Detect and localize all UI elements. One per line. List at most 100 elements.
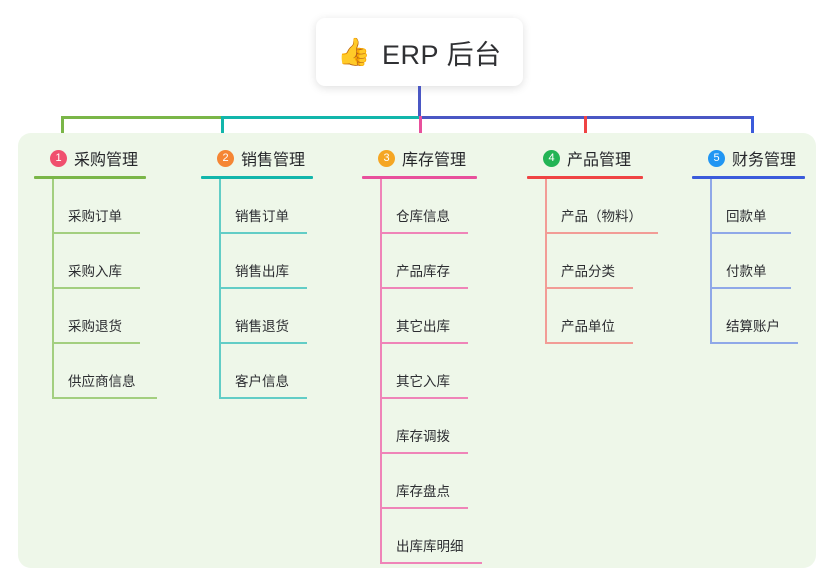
branch-item-rule bbox=[52, 287, 140, 289]
branch-item-label: 结算账户 bbox=[726, 319, 780, 334]
branch-item-rule bbox=[219, 287, 307, 289]
branch-item[interactable]: 付款单 bbox=[710, 234, 839, 289]
branch-badge-1: 1 bbox=[50, 149, 67, 167]
branch-item[interactable]: 采购订单 bbox=[52, 179, 194, 234]
branch-item-rule bbox=[380, 452, 468, 454]
branch-item-rule bbox=[545, 232, 658, 234]
branch-title-4: 产品管理 bbox=[567, 152, 632, 169]
branch-item-rule bbox=[380, 397, 468, 399]
branch-item-rule bbox=[710, 342, 798, 344]
branch-item[interactable]: 销售出库 bbox=[219, 234, 361, 289]
branch-header-3[interactable]: 3 库存管理 bbox=[362, 147, 522, 169]
branch-spine-5 bbox=[710, 179, 712, 344]
branch-item-label: 销售出库 bbox=[235, 264, 289, 279]
branches-panel bbox=[18, 133, 816, 568]
branch-item-label: 其它出库 bbox=[396, 319, 450, 334]
branch-items-4: 产品（物料） 产品分类产品单位 bbox=[527, 179, 687, 344]
branch-badge-2: 2 bbox=[217, 149, 234, 167]
branch-item-rule bbox=[219, 397, 307, 399]
branch-item-rule bbox=[52, 342, 140, 344]
branch-item-label: 出库库明细 bbox=[396, 539, 464, 554]
branch-item[interactable]: 供应商信息 bbox=[52, 344, 194, 399]
bus-segment-1 bbox=[61, 116, 221, 119]
branch-spine-2 bbox=[219, 179, 221, 399]
branch-item[interactable]: 采购入库 bbox=[52, 234, 194, 289]
branch-item[interactable]: 出库库明细 bbox=[380, 509, 522, 564]
drop-connector-1 bbox=[61, 116, 64, 146]
branch-items-2: 销售订单销售出库销售退货客户信息 bbox=[201, 179, 361, 399]
branch-item[interactable]: 产品单位 bbox=[545, 289, 687, 344]
branch-item-label: 客户信息 bbox=[235, 374, 289, 389]
branch-item-label: 产品库存 bbox=[396, 264, 450, 279]
branch-rule-2 bbox=[201, 176, 313, 179]
branch-title-5: 财务管理 bbox=[732, 152, 797, 169]
root-stem-connector bbox=[418, 86, 421, 118]
branch-item-rule bbox=[380, 507, 468, 509]
branch-item[interactable]: 销售订单 bbox=[219, 179, 361, 234]
branch-item-rule bbox=[380, 287, 468, 289]
branch-title-1: 采购管理 bbox=[74, 152, 139, 169]
root-title: ERP 后台 bbox=[382, 39, 502, 70]
branch-item[interactable]: 其它出库 bbox=[380, 289, 522, 344]
branch-items-3: 仓库信息产品库存其它出库其它入库库存调拨库存盘点出库库明细 bbox=[362, 179, 522, 564]
branch-badge-3: 3 bbox=[378, 149, 395, 167]
branch-badge-5: 5 bbox=[708, 149, 725, 167]
branch-item-rule bbox=[380, 342, 468, 344]
branch-column-5: 5 财务管理回款单付款单结算账户 bbox=[692, 147, 839, 344]
drop-connector-4 bbox=[584, 116, 587, 146]
branch-item[interactable]: 产品库存 bbox=[380, 234, 522, 289]
branch-item[interactable]: 仓库信息 bbox=[380, 179, 522, 234]
branch-items-1: 采购订单采购入库采购退货供应商信息 bbox=[34, 179, 194, 399]
branch-item-rule bbox=[710, 232, 791, 234]
drop-connector-5 bbox=[751, 116, 754, 146]
branch-item-rule bbox=[219, 232, 307, 234]
branch-item-label: 产品分类 bbox=[561, 264, 615, 279]
branch-item-rule bbox=[380, 562, 482, 564]
branch-item[interactable]: 库存调拨 bbox=[380, 399, 522, 454]
branch-item-label: 产品单位 bbox=[561, 319, 615, 334]
branch-item[interactable]: 客户信息 bbox=[219, 344, 361, 399]
branch-title-3: 库存管理 bbox=[402, 152, 467, 169]
branch-rule-5 bbox=[692, 176, 805, 179]
branch-item-label: 销售订单 bbox=[235, 209, 289, 224]
branch-header-1[interactable]: 1 采购管理 bbox=[34, 147, 194, 169]
branch-item[interactable]: 库存盘点 bbox=[380, 454, 522, 509]
branch-item-label: 库存调拨 bbox=[396, 429, 450, 444]
thumbs-up-icon: 👍 bbox=[337, 36, 372, 67]
branch-item-label: 回款单 bbox=[726, 209, 767, 224]
branch-item-label: 采购退货 bbox=[68, 319, 122, 334]
branch-item-rule bbox=[52, 397, 157, 399]
branch-item-label: 付款单 bbox=[726, 264, 767, 279]
branch-item-label: 销售退货 bbox=[235, 319, 289, 334]
root-node[interactable]: 👍 ERP 后台 bbox=[316, 18, 523, 86]
branch-item[interactable]: 结算账户 bbox=[710, 289, 839, 344]
branch-item-rule bbox=[380, 232, 468, 234]
branch-rule-3 bbox=[362, 176, 477, 179]
branch-item-label: 供应商信息 bbox=[68, 374, 136, 389]
branch-column-1: 1 采购管理采购订单采购入库采购退货供应商信息 bbox=[34, 147, 194, 399]
branch-item[interactable]: 其它入库 bbox=[380, 344, 522, 399]
branch-item[interactable]: 回款单 bbox=[710, 179, 839, 234]
branch-item[interactable]: 采购退货 bbox=[52, 289, 194, 344]
branch-header-5[interactable]: 5 财务管理 bbox=[692, 147, 839, 169]
branch-item-label: 采购入库 bbox=[68, 264, 122, 279]
branch-item[interactable]: 产品（物料） bbox=[545, 179, 687, 234]
branch-item-rule bbox=[545, 342, 633, 344]
branch-item-label: 产品（物料） bbox=[561, 209, 642, 224]
branch-column-3: 3 库存管理仓库信息产品库存其它出库其它入库库存调拨库存盘点出库库明细 bbox=[362, 147, 522, 564]
branch-item-label: 其它入库 bbox=[396, 374, 450, 389]
drop-connector-3 bbox=[419, 116, 422, 146]
branch-spine-1 bbox=[52, 179, 54, 399]
branch-item[interactable]: 销售退货 bbox=[219, 289, 361, 344]
branch-spine-4 bbox=[545, 179, 547, 344]
branch-item-rule bbox=[219, 342, 307, 344]
branch-item-label: 仓库信息 bbox=[396, 209, 450, 224]
branch-item-label: 采购订单 bbox=[68, 209, 122, 224]
branch-spine-3 bbox=[380, 179, 382, 564]
branch-item[interactable]: 产品分类 bbox=[545, 234, 687, 289]
